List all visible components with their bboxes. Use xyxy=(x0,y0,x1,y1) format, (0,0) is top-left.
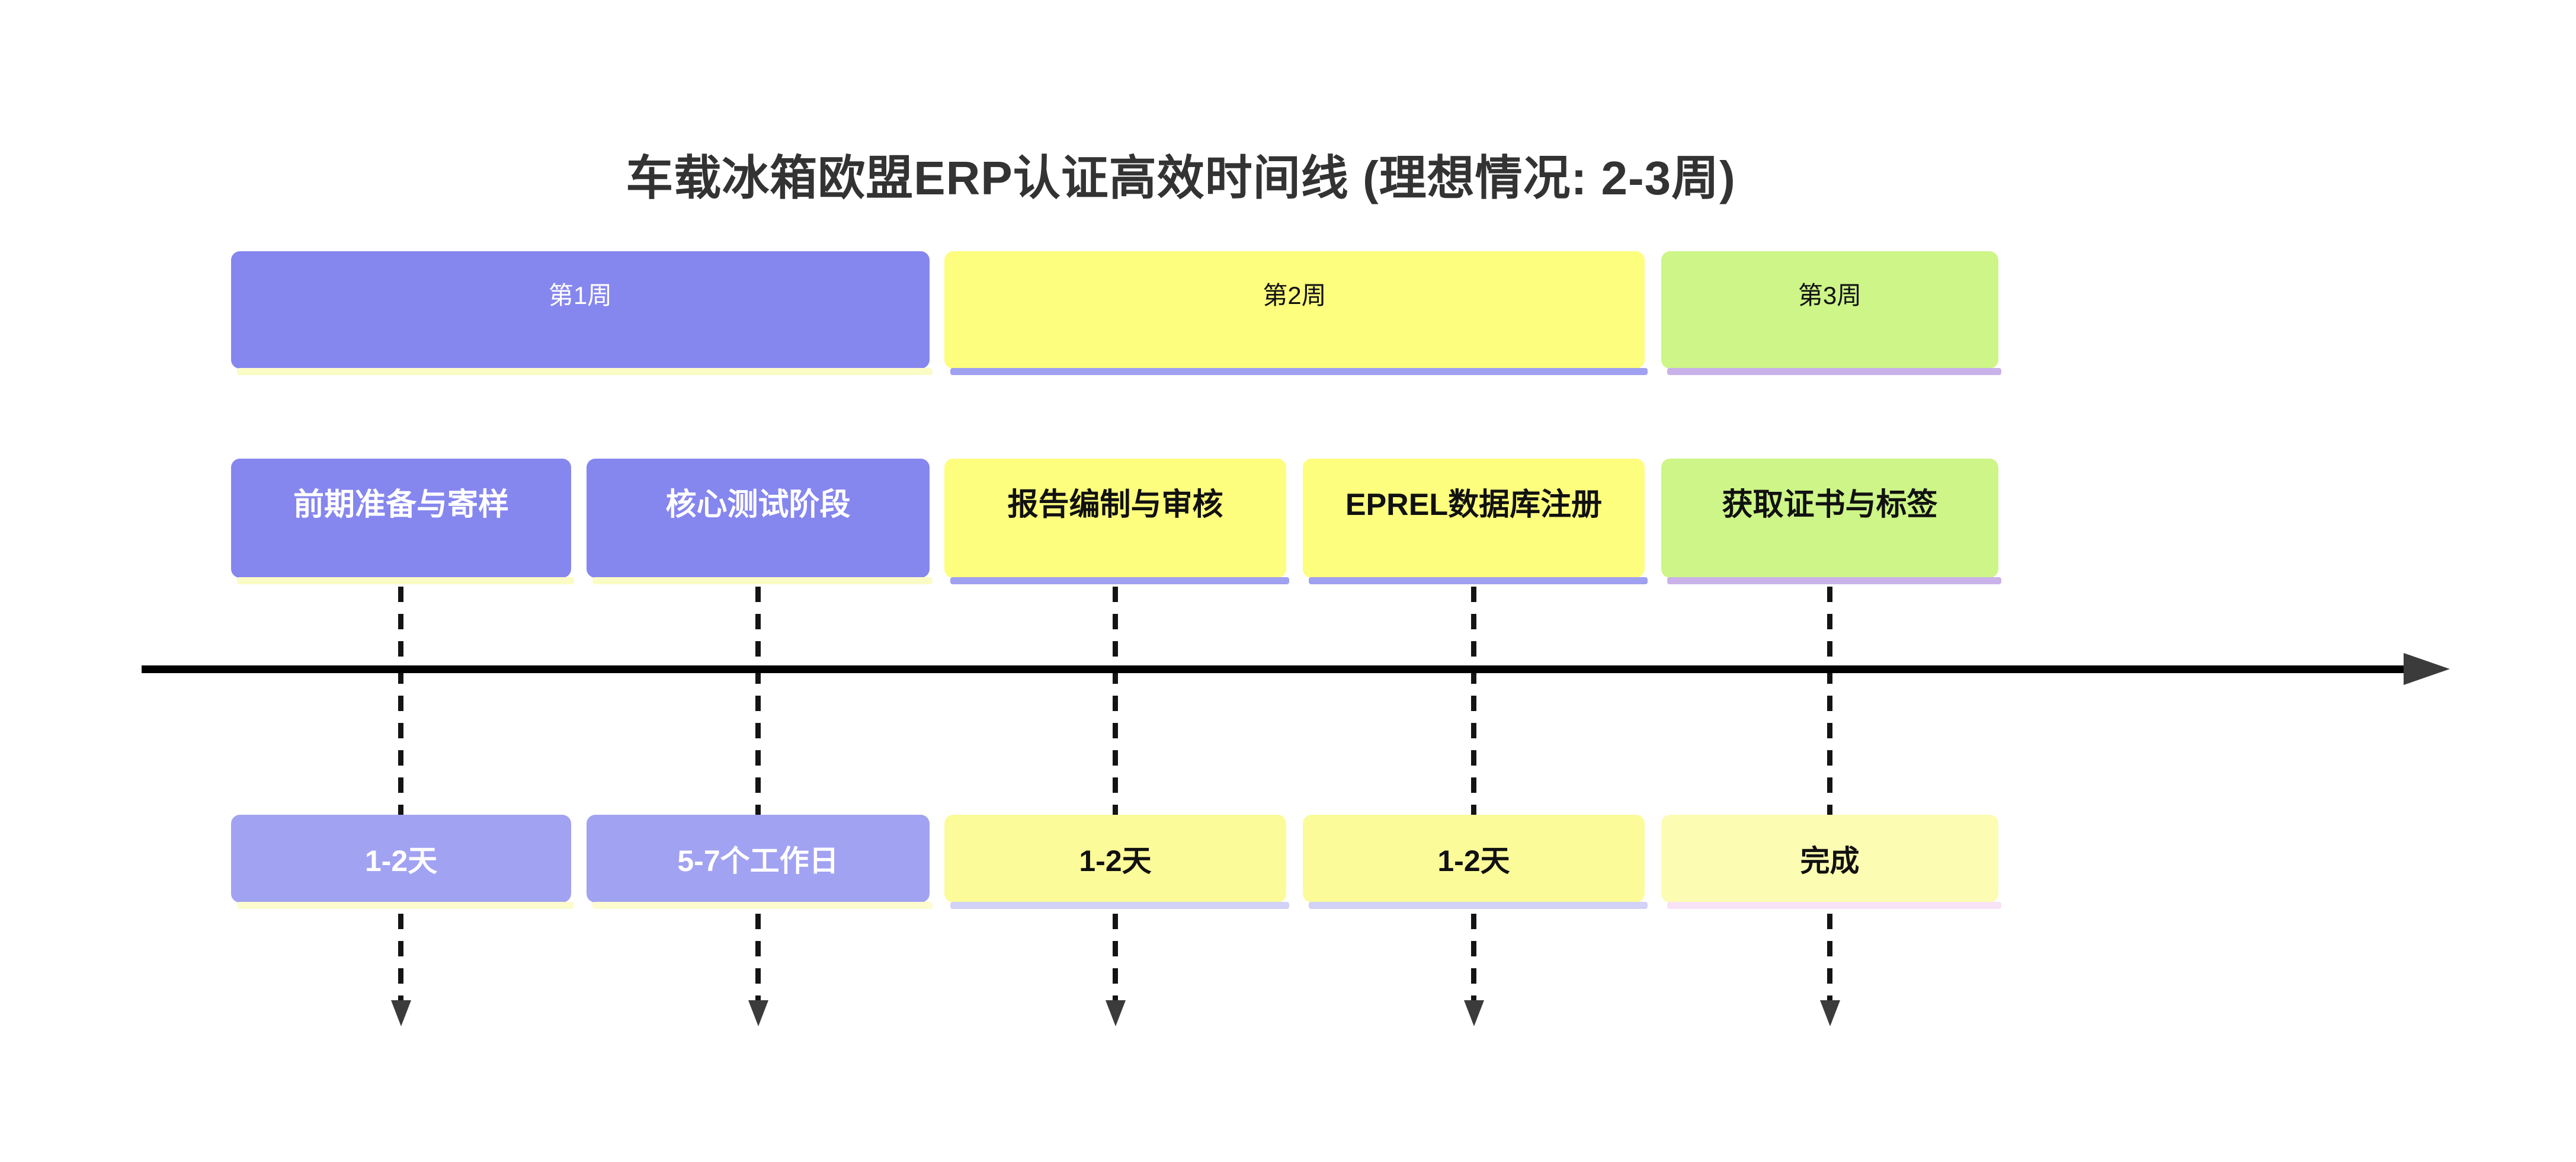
task-label: 获取证书与标签 xyxy=(1722,488,1938,522)
arrow-down-icon xyxy=(1463,1000,1484,1026)
task-box-1: 前期准备与寄样 xyxy=(231,459,574,584)
task-box-4: EPREL数据库注册 xyxy=(1303,459,1648,584)
connector-line xyxy=(748,587,768,1026)
bar-shadow xyxy=(1309,577,1648,584)
duration-label: 1-2天 xyxy=(1437,844,1510,878)
duration-box-4: 1-2天 xyxy=(1303,815,1648,909)
bar-shadow xyxy=(237,577,574,584)
week-label: 第1周 xyxy=(548,281,613,309)
diagram-title: 车载冰箱欧盟ERP认证高效时间线 (理想情况: 2-3周) xyxy=(626,152,1736,204)
bar-shadow xyxy=(237,368,933,375)
bar-shadow xyxy=(1667,902,2001,909)
bar-shadow xyxy=(237,902,574,909)
connector-line xyxy=(1819,587,1840,1026)
duration-label: 完成 xyxy=(1800,844,1860,878)
arrow-down-icon xyxy=(390,1000,411,1026)
week-bar-1: 第1周 xyxy=(231,251,933,375)
task-box-2: 核心测试阶段 xyxy=(587,459,933,584)
bar-shadow xyxy=(1667,368,2001,375)
task-box-3: 报告编制与审核 xyxy=(944,459,1289,584)
task-label: 报告编制与审核 xyxy=(1007,488,1223,522)
connector-line xyxy=(1463,587,1484,1026)
task-label: 前期准备与寄样 xyxy=(293,488,509,522)
week-label: 第2周 xyxy=(1263,281,1327,309)
arrow-right-icon xyxy=(2404,653,2450,685)
duration-box-5: 完成 xyxy=(1661,815,2001,909)
duration-box-2: 5-7个工作日 xyxy=(587,815,933,909)
duration-label: 5-7个工作日 xyxy=(677,844,839,878)
week-bar-2: 第2周 xyxy=(944,251,1648,375)
duration-box-1: 1-2天 xyxy=(231,815,574,909)
connector-line xyxy=(390,587,411,1026)
duration-label: 1-2天 xyxy=(1079,844,1152,878)
week-bar-3: 第3周 xyxy=(1661,251,2001,375)
task-box-5: 获取证书与标签 xyxy=(1661,459,2001,584)
bar-shadow xyxy=(950,577,1289,584)
bar-shadow xyxy=(950,368,1648,375)
arrow-down-icon xyxy=(1819,1000,1840,1026)
time-axis-line xyxy=(142,665,2406,673)
week-label: 第3周 xyxy=(1798,281,1862,309)
bar-shadow xyxy=(592,902,933,909)
connector-line xyxy=(1105,587,1126,1026)
bar-shadow xyxy=(950,902,1289,909)
bar-shadow xyxy=(592,577,933,584)
duration-label: 1-2天 xyxy=(364,844,438,878)
bar-shadow xyxy=(1667,577,2001,584)
duration-box-3: 1-2天 xyxy=(944,815,1289,909)
task-label: EPREL数据库注册 xyxy=(1345,488,1603,522)
arrow-down-icon xyxy=(1105,1000,1126,1026)
bar-shadow xyxy=(1309,902,1648,909)
arrow-down-icon xyxy=(748,1000,768,1026)
task-label: 核心测试阶段 xyxy=(665,488,851,522)
